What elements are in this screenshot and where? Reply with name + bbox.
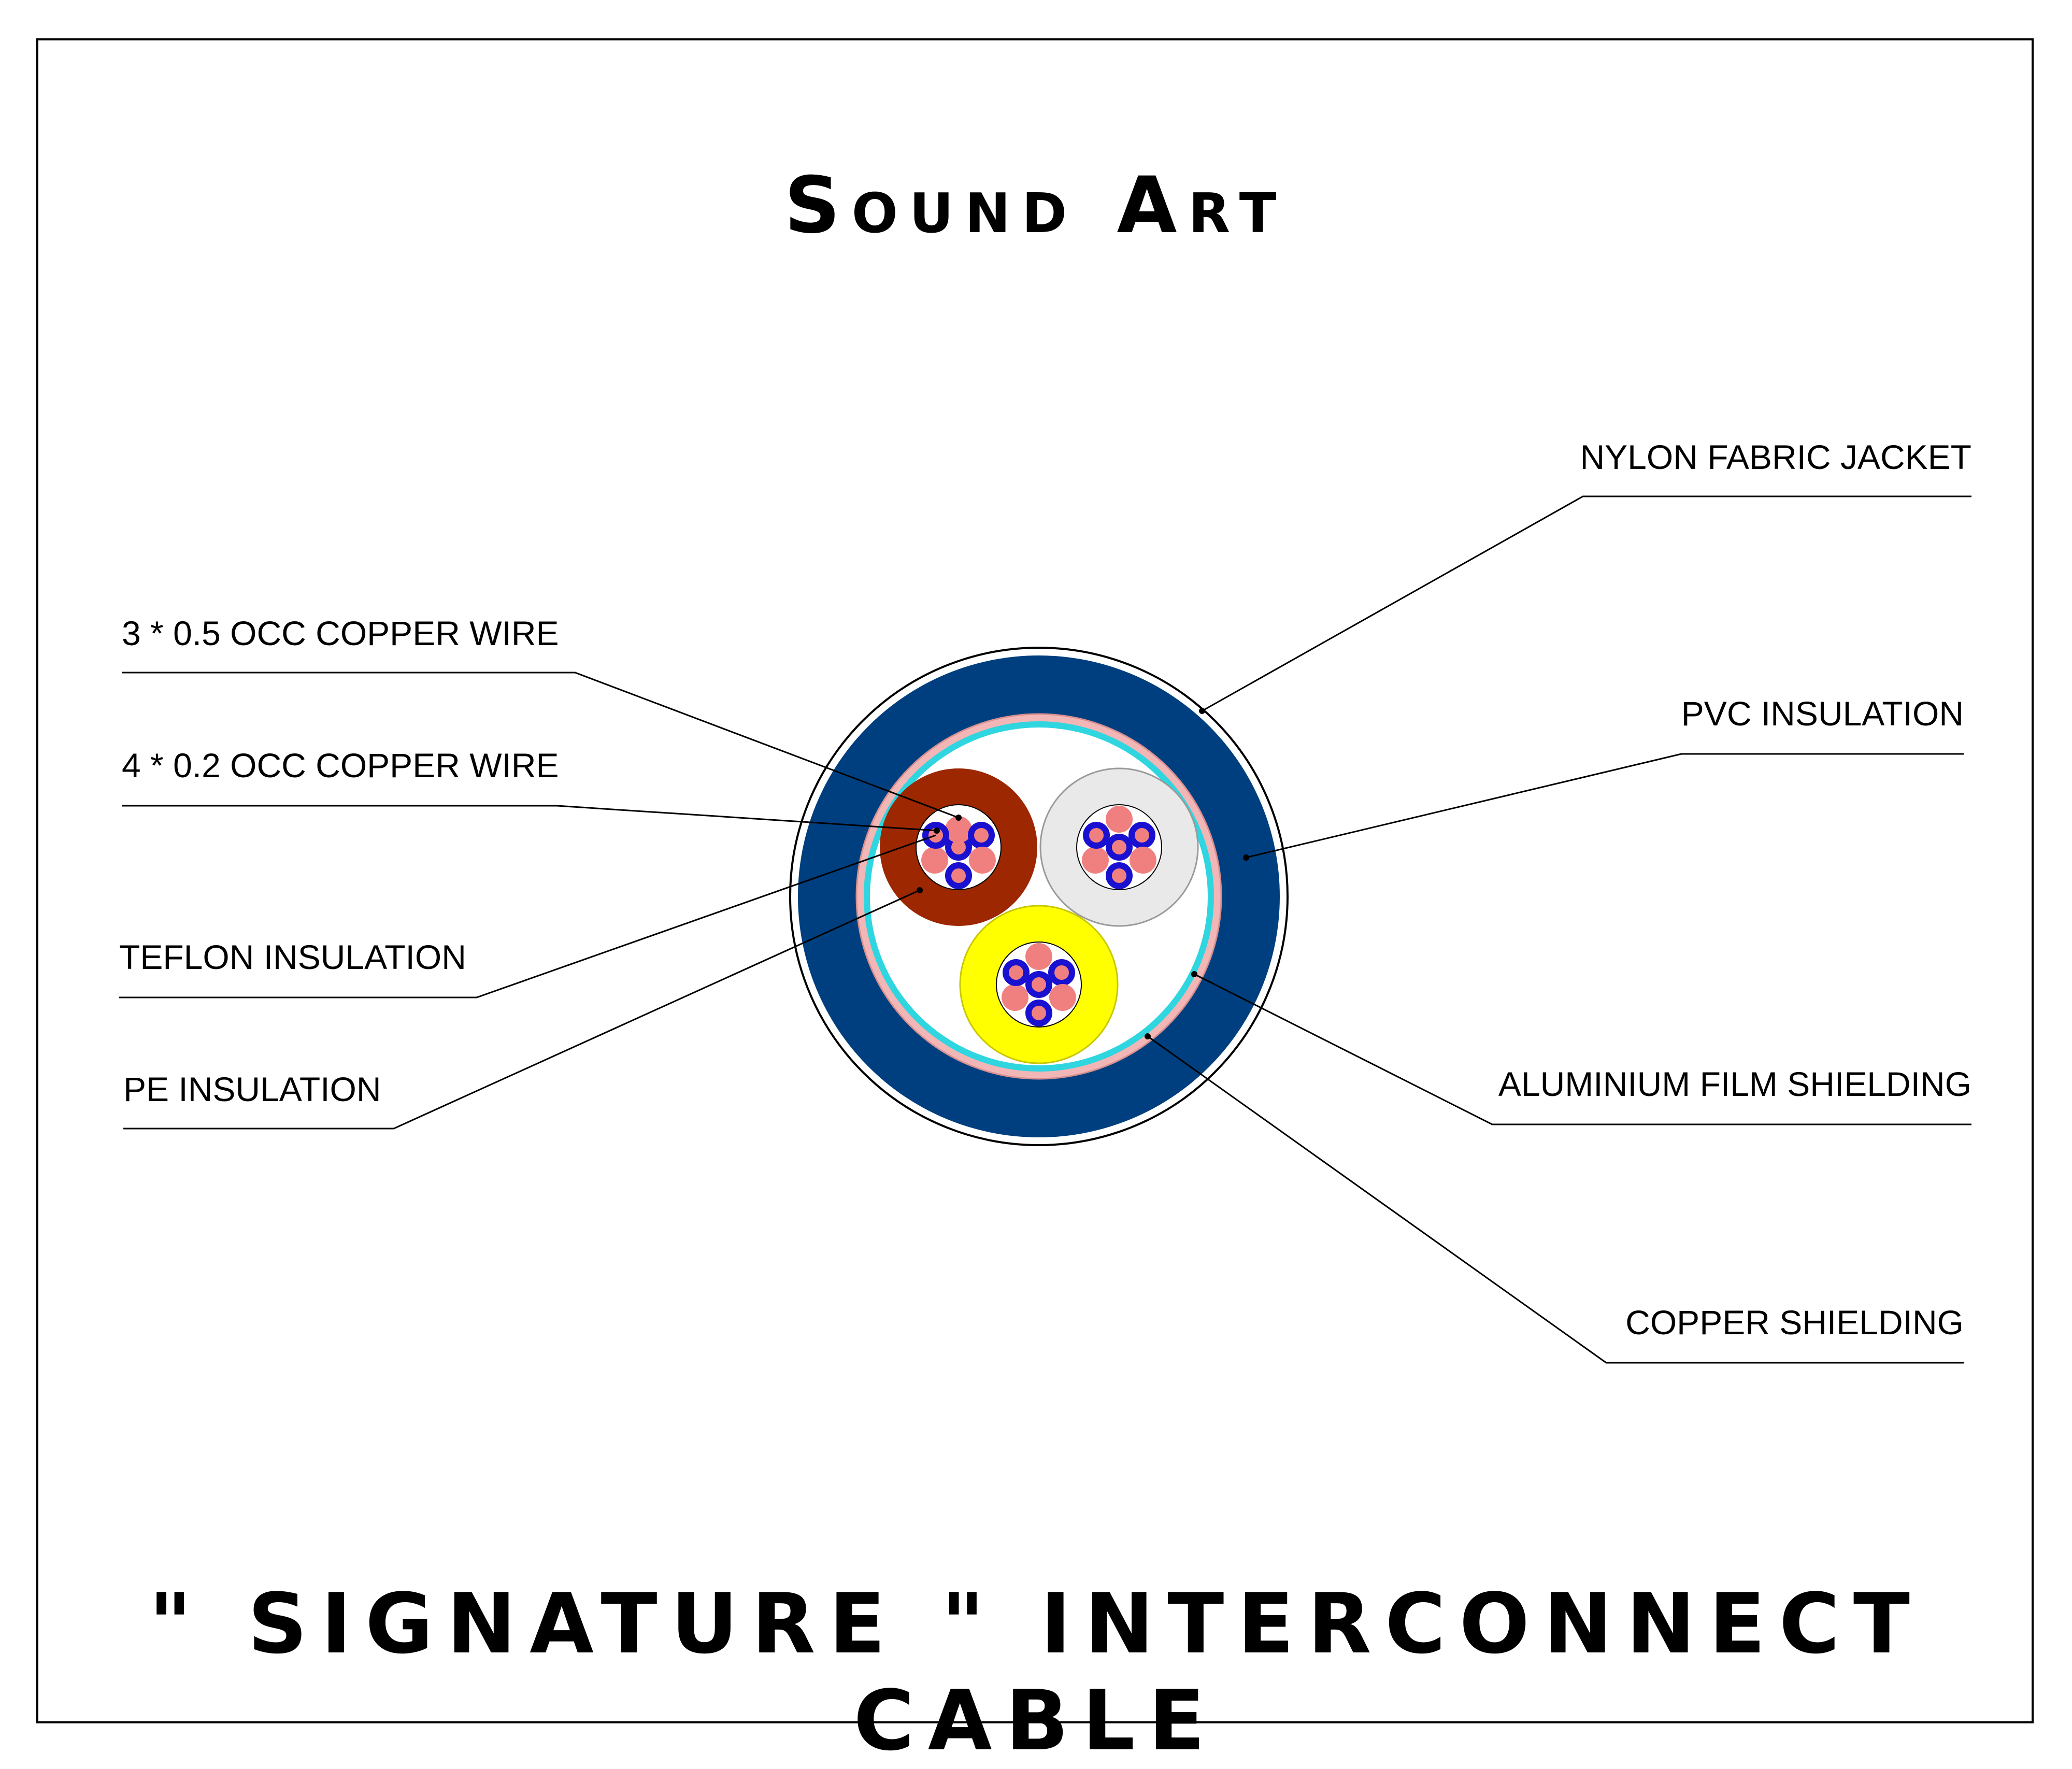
leader-copper-wire-02 bbox=[122, 805, 937, 832]
leader-teflon-insulation bbox=[119, 834, 936, 998]
leader-dot bbox=[1191, 971, 1197, 977]
label-aluminium-film-shielding: ALUMINIUM FILM SHIELDING bbox=[1498, 1065, 1971, 1103]
label-teflon-insulation: TEFLON INSULATION bbox=[119, 938, 466, 976]
label-copper-wire-02: 4 * 0.2 OCC COPPER WIRE bbox=[122, 746, 559, 784]
leader-dot bbox=[1145, 1033, 1151, 1039]
brand-title: Sound Art bbox=[784, 161, 1288, 251]
leader-dot bbox=[934, 828, 940, 834]
leader-aluminium-film-shielding bbox=[1194, 973, 1971, 1125]
label-copper-shielding: COPPER SHIELDING bbox=[1625, 1303, 1964, 1342]
leader-pvc-insulation bbox=[1246, 753, 1964, 859]
leader-dot bbox=[917, 887, 923, 893]
drawing-frame bbox=[36, 38, 2034, 1723]
leader-dot bbox=[1199, 708, 1205, 714]
label-nylon-fabric-jacket: NYLON FABRIC JACKET bbox=[1580, 438, 1972, 476]
core-brown bbox=[880, 768, 1037, 926]
label-copper-wire-05: 3 * 0.5 OCC COPPER WIRE bbox=[122, 614, 559, 652]
product-title: " SIGNATURE " INTERCONNECT CABLE bbox=[149, 1575, 1923, 1769]
leader-nylon-fabric-jacket bbox=[1202, 495, 1971, 712]
label-pvc-insulation: PVC INSULATION bbox=[1681, 694, 1964, 733]
core-gray bbox=[1039, 767, 1199, 927]
leader-pe-insulation bbox=[123, 889, 920, 1130]
label-pe-insulation: PE INSULATION bbox=[123, 1070, 381, 1108]
core-yellow bbox=[959, 905, 1119, 1064]
leader-copper-shielding bbox=[1147, 1035, 1964, 1364]
leader-copper-wire-05 bbox=[122, 672, 959, 819]
leader-dot bbox=[955, 815, 962, 821]
leader-dot bbox=[1243, 854, 1249, 861]
